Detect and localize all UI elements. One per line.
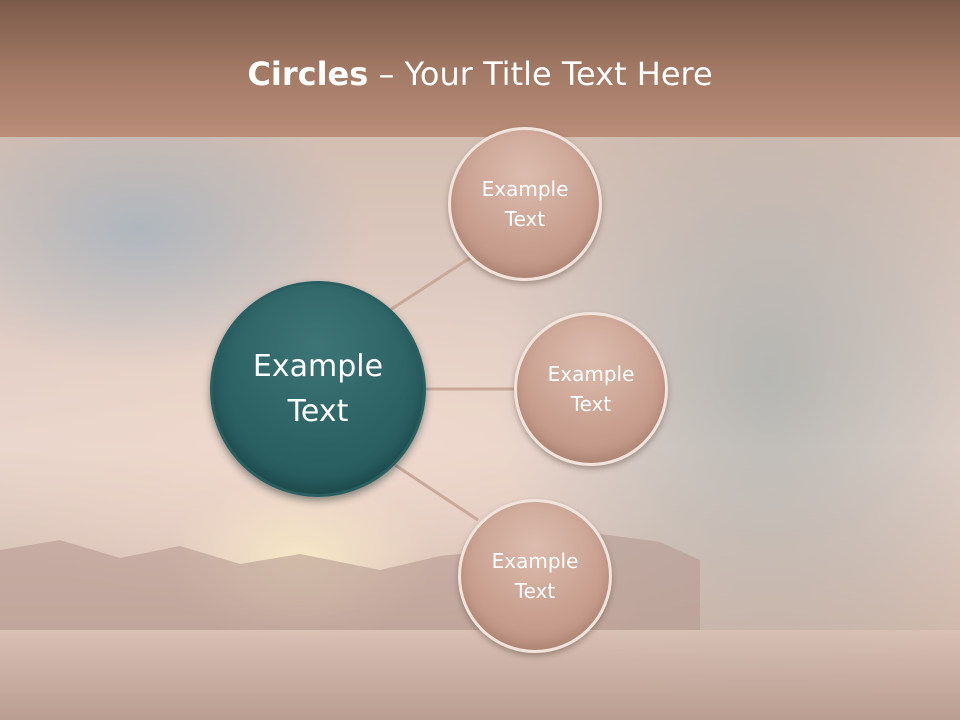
satellite-text-line2: Text — [570, 392, 612, 416]
slide-title[interactable]: Circles – Your Title Text Here — [0, 55, 960, 93]
title-bold: Circles — [247, 55, 369, 93]
connector-top — [389, 256, 471, 312]
satellite-text-line2: Text — [514, 579, 556, 603]
satellite-circle-top[interactable]: Example Text — [448, 127, 602, 281]
satellite-circle-bottom[interactable]: Example Text — [458, 499, 612, 653]
satellite-text-line1: Example — [547, 362, 635, 386]
satellite-circle-middle[interactable]: Example Text — [514, 312, 668, 466]
satellite-text-line1: Example — [491, 549, 579, 573]
center-circle[interactable]: Example Text — [210, 281, 426, 497]
connector-bottom — [394, 463, 479, 522]
satellite-text-line1: Example — [481, 177, 569, 201]
sea-surface — [0, 630, 960, 720]
title-bar — [0, 0, 960, 137]
center-text-line1: Example — [252, 349, 384, 384]
title-rest: – Your Title Text Here — [368, 55, 713, 93]
satellite-text-line2: Text — [504, 207, 546, 231]
center-text-line2: Text — [287, 394, 349, 429]
